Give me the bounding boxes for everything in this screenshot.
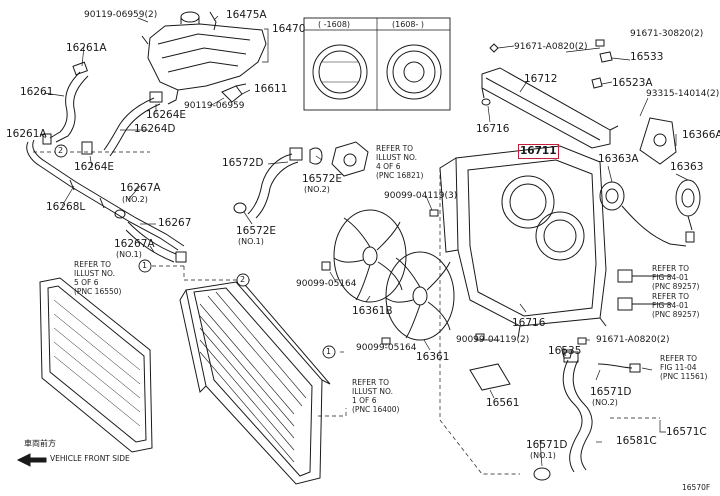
vehicle-front-arrow xyxy=(16,453,47,467)
label-16572e-no2: 16572E xyxy=(302,173,343,185)
label-16716-low: 16716 xyxy=(512,317,546,329)
bracket-16366a-drawing xyxy=(639,117,677,165)
label-90099-05164-b: 90099-05164 xyxy=(356,343,417,353)
label-91671-30820-2: 91671-30820(2) xyxy=(630,29,704,39)
motor-16363a-drawing xyxy=(599,181,695,247)
label-93315-14014-2: 93315-14014(2) xyxy=(646,89,720,99)
label-16581c: 16581C xyxy=(616,435,657,447)
note-refer-16821: REFER TO ILLUST NO. 4 OF 6 (PNC 16821) xyxy=(376,144,424,180)
label-16535: 16535 xyxy=(548,345,582,357)
label-91671-a0820-2-top: 91671-A0820(2) xyxy=(514,42,588,52)
leader-lines xyxy=(39,15,689,467)
direction-chinese: 車両前方 xyxy=(24,439,56,448)
label-16267: 16267 xyxy=(158,217,192,229)
note-refer-16400: REFER TO ILLUST NO. 1 OF 6 (PNC 16400) xyxy=(352,378,400,414)
hose-16261-drawing xyxy=(42,61,89,145)
label-16261a-top: 16261A xyxy=(66,42,107,54)
label-16712: 16712 xyxy=(524,73,558,85)
label-16267a-low-no: (NO.1) xyxy=(116,250,142,259)
label-16267a-top: 16267A xyxy=(120,182,161,194)
label-16716-top: 16716 xyxy=(476,123,510,135)
label-16470: 16470 xyxy=(272,23,306,35)
callout-1-radiator xyxy=(322,345,336,359)
label-16264e-top: 16264E xyxy=(146,109,187,121)
label-16361: 16361 xyxy=(416,351,450,363)
fastener-drawing xyxy=(321,39,613,359)
label-16261: 16261 xyxy=(20,86,54,98)
label-16366a: 16366A xyxy=(682,129,720,141)
label-16268l: 16268L xyxy=(46,201,86,213)
fan-16361-drawing xyxy=(385,251,455,341)
hose-16571c-drawing xyxy=(533,351,641,481)
label-16572e-no1-no: (NO.1) xyxy=(238,237,264,246)
label-16572e-no1: 16572E xyxy=(236,225,277,237)
note-refer-84-01-a: REFER TO FIG 84-01 (PNC 89257) xyxy=(652,264,700,291)
label-16475a: 16475A xyxy=(226,9,267,21)
hose-16264d-drawing xyxy=(81,91,163,157)
figure-code: 16570F xyxy=(682,483,711,492)
label-90119-06959-2: 90119-06959(2) xyxy=(84,10,158,20)
label-90099-04119-3: 90099-04119(3) xyxy=(384,191,458,201)
label-16561: 16561 xyxy=(486,397,520,409)
hose-16572d-drawing xyxy=(233,147,323,219)
label-90119-06959: 90119-06959 xyxy=(184,101,245,111)
callout-1-left-text: 1 xyxy=(142,261,148,270)
label-16363: 16363 xyxy=(670,161,704,173)
note-refer-16550: REFER TO ILLUST NO. 5 OF 6 (PNC 16550) xyxy=(74,260,122,296)
condenser-drawing xyxy=(39,277,153,453)
connector-drawing xyxy=(617,269,672,311)
label-16267a-low: 16267A xyxy=(114,238,155,250)
label-16264e-low: 16264E xyxy=(74,161,115,173)
label-16571d-no1-no: (NO.1) xyxy=(530,451,556,460)
note-refer-84-01-b: REFER TO FIG 84-01 (PNC 89257) xyxy=(652,292,700,319)
label-16523a: 16523A xyxy=(612,77,653,89)
label-16571d-no2-no: (NO.2) xyxy=(592,398,618,407)
fan-shroud-drawing xyxy=(439,145,607,339)
label-16264d: 16264D xyxy=(134,123,176,135)
radiator-drawing xyxy=(179,281,331,485)
direction-english: VEHICLE FRONT SIDE xyxy=(50,454,130,463)
callout-1-left xyxy=(138,259,152,273)
label-16363a: 16363A xyxy=(598,153,639,165)
support-16712-drawing xyxy=(481,67,619,149)
label-16711: 16711 xyxy=(518,144,559,159)
label-16571d-no1: 16571D xyxy=(526,439,568,451)
bracket-16611-drawing xyxy=(221,83,247,103)
cushion-16561-drawing xyxy=(469,363,511,391)
label-90099-04119-2: 90099-04119(2) xyxy=(456,335,530,345)
label-16571c: 16571C xyxy=(666,426,707,438)
label-16571d-no2: 16571D xyxy=(590,386,632,398)
inset-right-column: (1608- ) xyxy=(392,20,425,29)
water-inlet-drawing xyxy=(331,141,369,177)
label-16267a-top-no: (NO.2) xyxy=(122,195,148,204)
motor-16363-drawing xyxy=(675,179,701,231)
label-16533: 16533 xyxy=(630,51,664,63)
label-91671-a0820-2-low: 91671-A0820(2) xyxy=(596,335,670,345)
note-refer-11-04: REFER TO FIG 11-04 (PNC 11561) xyxy=(660,354,708,381)
callout-2-radiator xyxy=(236,273,250,287)
reservoir-tank-drawing xyxy=(141,11,267,105)
inset-left-column: ( -1608) xyxy=(318,20,351,29)
callout-2-left xyxy=(54,144,68,158)
callout-2-left-text: 2 xyxy=(58,146,64,155)
callout-2-radiator-text: 2 xyxy=(240,275,246,284)
hose-16267-drawing xyxy=(114,209,187,263)
pipe-16268l-drawing xyxy=(26,139,185,251)
label-16361b: 16361B xyxy=(352,305,393,317)
label-16572d: 16572D xyxy=(222,157,264,169)
label-16261a-left: 16261A xyxy=(6,128,47,140)
cap-inset-box xyxy=(303,17,451,111)
label-16572e-no2-no: (NO.2) xyxy=(304,185,330,194)
label-16611: 16611 xyxy=(254,83,288,95)
label-90099-05164-a: 90099-05164 xyxy=(296,279,357,289)
dashed-reference-lines xyxy=(30,151,660,475)
callout-1-radiator-text: 1 xyxy=(326,347,332,356)
